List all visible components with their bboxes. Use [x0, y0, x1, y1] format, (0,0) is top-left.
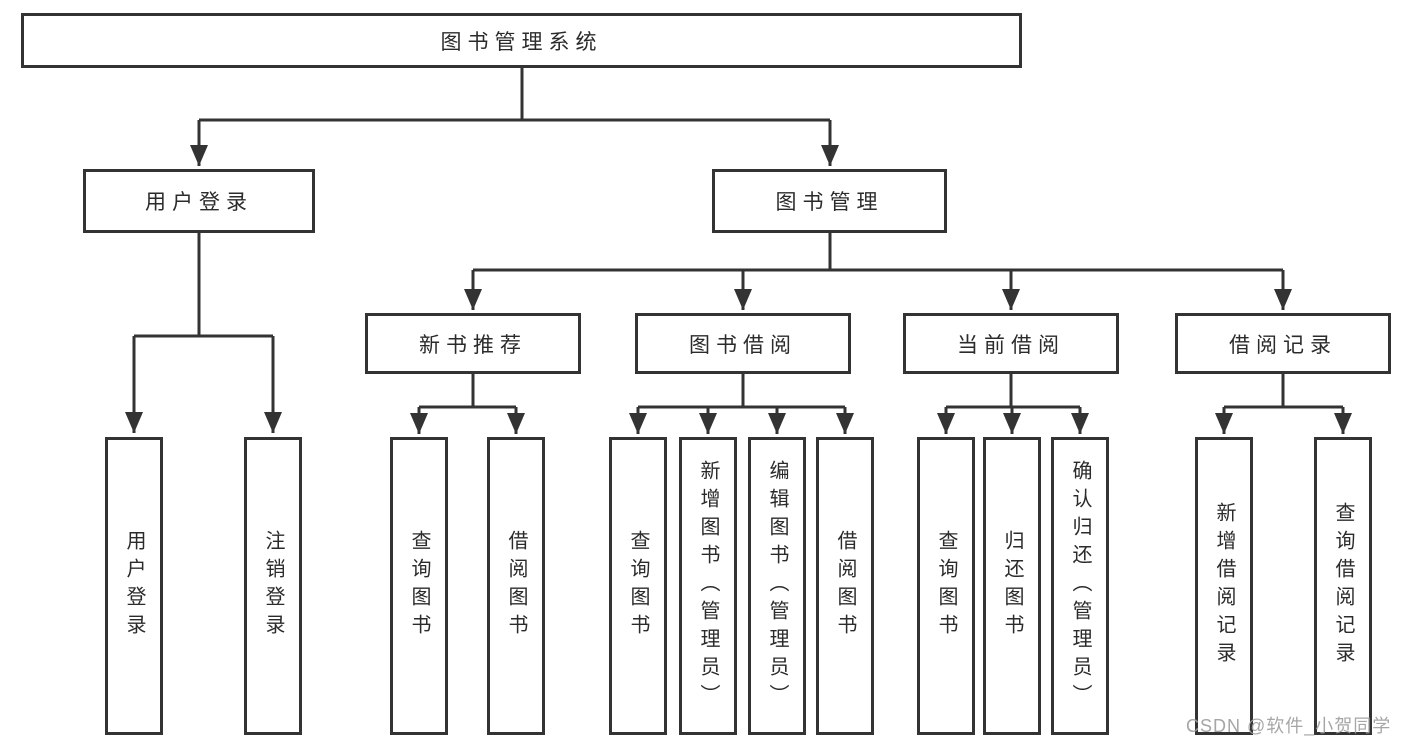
leaf-cb-query-books-label: 查询图书 [935, 530, 957, 642]
node-new-book-recommend: 新书推荐 [365, 313, 581, 374]
leaf-br-add-record: 新增借阅记录 [1195, 437, 1253, 735]
node-book-borrow-label: 图书借阅 [689, 333, 797, 357]
node-book-borrow: 图书借阅 [635, 313, 851, 374]
csdn-watermark: CSDN @软件_小贺同学 [1186, 716, 1392, 736]
node-new-book-recommend-label: 新书推荐 [419, 333, 527, 357]
node-book-management: 图书管理 [712, 169, 947, 233]
node-user-login: 用户登录 [83, 169, 315, 233]
leaf-bb-borrow-books: 借阅图书 [816, 437, 874, 735]
node-user-login-label: 用户登录 [145, 191, 253, 214]
leaf-user-login-label: 用户登录 [123, 530, 145, 642]
leaf-nb-query-books-label: 查询图书 [408, 530, 430, 642]
leaf-cb-confirm-return-admin-label: 确认归还（管理员） [1069, 460, 1091, 712]
node-book-management-label: 图书管理 [775, 191, 884, 214]
leaf-cb-confirm-return-admin: 确认归还（管理员） [1051, 437, 1109, 735]
leaf-logout-label: 注销登录 [262, 530, 284, 642]
leaf-nb-query-books: 查询图书 [390, 437, 448, 735]
leaf-cb-return-books: 归还图书 [983, 437, 1041, 735]
leaf-br-add-record-label: 新增借阅记录 [1213, 502, 1235, 670]
node-current-borrow-label: 当前借阅 [957, 333, 1065, 357]
leaf-bb-add-books-admin-label: 新增图书（管理员） [697, 460, 719, 712]
leaf-cb-return-books-label: 归还图书 [1001, 530, 1023, 642]
node-root-system: 图书管理系统 [21, 13, 1022, 68]
leaf-nb-borrow-books-label: 借阅图书 [505, 530, 527, 642]
leaf-logout: 注销登录 [244, 437, 302, 735]
leaf-br-query-record-label: 查询借阅记录 [1332, 502, 1354, 670]
leaf-cb-query-books: 查询图书 [917, 437, 975, 735]
node-root-system-label: 图书管理系统 [440, 30, 603, 54]
leaf-bb-edit-books-admin-label: 编辑图书（管理员） [766, 460, 788, 712]
node-borrow-records-label: 借阅记录 [1229, 333, 1337, 357]
leaf-bb-borrow-books-label: 借阅图书 [834, 530, 856, 642]
leaf-bb-query-books-label: 查询图书 [627, 530, 649, 642]
node-current-borrow: 当前借阅 [903, 313, 1119, 374]
leaf-bb-edit-books-admin: 编辑图书（管理员） [748, 437, 806, 735]
leaf-nb-borrow-books: 借阅图书 [487, 437, 545, 735]
node-borrow-records: 借阅记录 [1175, 313, 1391, 374]
leaf-user-login: 用户登录 [105, 437, 163, 735]
leaf-br-query-record: 查询借阅记录 [1314, 437, 1372, 735]
leaf-bb-add-books-admin: 新增图书（管理员） [679, 437, 737, 735]
leaf-bb-query-books: 查询图书 [609, 437, 667, 735]
